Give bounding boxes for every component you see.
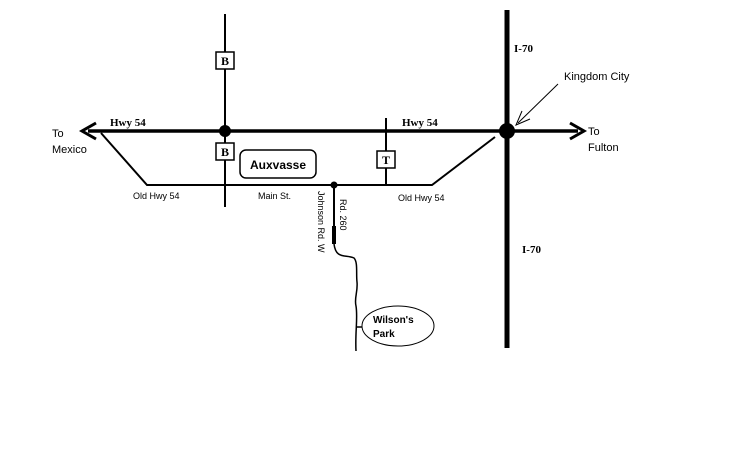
route-t-label: T xyxy=(382,153,390,167)
route-b-label: B xyxy=(221,145,229,159)
wilsons-park-marker: Wilson's Park xyxy=(361,305,435,347)
old-hwy-54-road xyxy=(100,132,496,186)
to-fulton-label-line1: To xyxy=(588,126,600,138)
i-70-south-label: I-70 xyxy=(522,244,541,256)
main-st-label: Main St. xyxy=(258,191,291,201)
wilsons-park-label-line1: Wilson's xyxy=(373,315,414,326)
old-hwy-54-west-label: Old Hwy 54 xyxy=(133,191,180,201)
arrow-west-icon xyxy=(78,121,97,141)
kingdom-city-label: Kingdom City xyxy=(564,71,630,83)
auxvasse-town-box: Auxvasse xyxy=(239,149,317,179)
junction-main-johnson-icon xyxy=(330,181,338,189)
to-fulton-label-line2: Fulton xyxy=(588,142,619,154)
hwy-54-east-label: Hwy 54 xyxy=(402,117,438,129)
junction-b-hwy54-icon xyxy=(219,125,231,137)
kingdom-city-arrowhead-icon xyxy=(515,110,531,126)
to-mexico-label-line1: To xyxy=(52,128,64,140)
old-hwy-54-east-label: Old Hwy 54 xyxy=(398,193,445,203)
i-70-north-label: I-70 xyxy=(514,43,533,55)
route-b-label: B xyxy=(221,54,229,68)
route-b-shield-north: B xyxy=(215,51,235,70)
park-access-road xyxy=(333,243,358,352)
arrow-east-icon xyxy=(569,121,588,141)
junction-i70-hwy54-icon xyxy=(499,123,515,139)
johnson-rd-label: Johnson Rd. W xyxy=(316,191,326,253)
rd-260-label: Rd. 260 xyxy=(338,199,348,231)
to-mexico-label-line2: Mexico xyxy=(52,144,87,156)
route-b-shield-south: B xyxy=(215,142,235,161)
hwy-54-west-label: Hwy 54 xyxy=(110,117,146,129)
wilsons-park-label-line2: Park xyxy=(373,329,395,340)
route-t-shield: T xyxy=(376,150,396,169)
kingdom-city-pointer-icon xyxy=(517,83,559,124)
auxvasse-label: Auxvasse xyxy=(250,158,306,172)
